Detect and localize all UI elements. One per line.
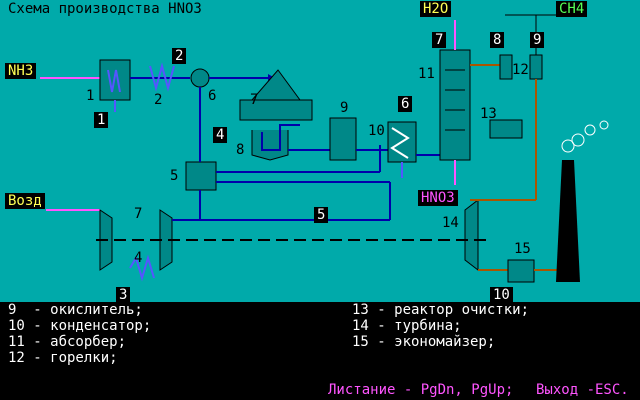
tag-10: 10	[490, 287, 513, 303]
legend-item: 11 - абсорбер;	[8, 334, 127, 350]
callout-1: 1	[86, 88, 95, 104]
legend-item: 12 - горелки;	[8, 350, 118, 366]
callout-5: 5	[170, 168, 179, 184]
callout-2: 2	[154, 92, 163, 108]
mixer-unit	[190, 68, 210, 88]
exhaust-stack	[556, 160, 580, 282]
reactor-body	[239, 99, 313, 121]
air-input-label: Возд	[5, 193, 45, 209]
tag-4: 4	[213, 127, 228, 143]
heater-2-coil	[149, 62, 175, 92]
absorber-column	[439, 49, 471, 161]
callout-7: 7	[250, 92, 259, 108]
diagram-title: Схема производства HNO3	[8, 1, 202, 17]
legend-panel: 9 - окислитель; 10 - конденсатор; 11 - а…	[0, 302, 640, 400]
ch4-input-label: CH4	[556, 1, 588, 17]
callout-9: 9	[340, 100, 349, 116]
hno3-output-label: HNO3	[418, 190, 458, 206]
tag-5: 5	[314, 207, 329, 223]
economizer-unit	[507, 259, 535, 283]
callout-6: 6	[208, 88, 217, 104]
legend-item: 14 - турбина;	[352, 318, 462, 334]
tag-6: 6	[398, 96, 413, 112]
callout-13: 13	[480, 106, 497, 122]
callout-15: 15	[514, 241, 531, 257]
callout-14: 14	[442, 215, 459, 231]
callout-compressor: 7	[134, 206, 143, 222]
tag-2: 2	[172, 48, 187, 64]
legend-item: 15 - экономайзер;	[352, 334, 496, 350]
tag-9: 9	[530, 32, 545, 48]
callout-12: 12	[512, 62, 529, 78]
reactor-cone	[250, 69, 301, 101]
h2o-input-label: H2O	[420, 1, 452, 17]
process-flow-graphic	[40, 14, 609, 283]
callout-10: 10	[368, 123, 385, 139]
oxidizer-unit	[329, 117, 357, 161]
tag-3: 3	[116, 287, 131, 303]
callout-4: 4	[134, 250, 143, 266]
legend-item: 13 - реактор очистки;	[352, 302, 530, 318]
process-diagram: Схема производства HNO3 NH3 Возд H2O CH4…	[0, 0, 640, 303]
callout-11: 11	[418, 66, 435, 82]
nh3-input-label: NH3	[5, 63, 37, 79]
tag-7: 7	[432, 32, 447, 48]
cleanup-reactor	[489, 119, 523, 139]
exit-hint[interactable]: Выход -ESC.	[536, 382, 629, 398]
heat-exchanger-5	[185, 161, 217, 191]
legend-item: 9 - окислитель;	[8, 302, 143, 318]
tag-8: 8	[490, 32, 505, 48]
paging-hint[interactable]: Листание - PgDn, PgUp;	[328, 382, 514, 398]
tag-1: 1	[94, 112, 109, 128]
legend-item: 10 - конденсатор;	[8, 318, 152, 334]
callout-8: 8	[236, 142, 245, 158]
